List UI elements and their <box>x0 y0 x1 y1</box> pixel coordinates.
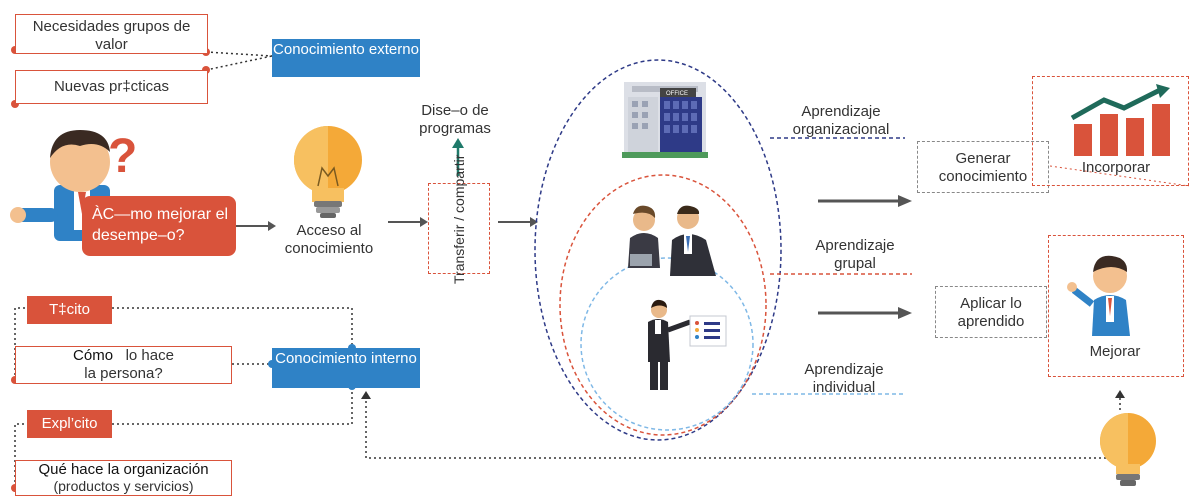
question-text: ÀC—mo mejorar el desempe–o? <box>92 206 229 244</box>
explicit-text: Expl’cito <box>41 415 98 432</box>
individual-text: Aprendizaje individual <box>804 361 884 396</box>
what-box: Qué hace la organización (productos y se… <box>15 460 232 496</box>
how-box: Cómo lo hace la persona? <box>15 346 232 384</box>
group-label: Aprendizaje grupal <box>800 237 910 273</box>
practices-text: Nuevas pr‡cticas <box>53 78 170 95</box>
organizational-label: Aprendizaje organizacional <box>776 103 906 139</box>
incorporate-label: Incorporar <box>1066 159 1166 177</box>
generate-text: Generar conocimiento <box>938 150 1028 185</box>
internal-knowledge-box: Conocimiento interno <box>272 348 420 388</box>
external-knowledge-box: Conocimiento externo <box>272 39 420 77</box>
what-text-a: Qué hace la organización <box>38 461 209 478</box>
svg-text:?: ? <box>108 130 137 183</box>
apply-box: Aplicar lo aprendido <box>935 286 1047 338</box>
generate-box: Generar conocimiento <box>917 141 1049 193</box>
organizational-text: Aprendizaje organizacional <box>792 103 890 138</box>
improve-frame <box>1048 235 1184 377</box>
what-text-b: (productos y servicios) <box>53 478 194 494</box>
how-text-b: lo hace <box>125 347 174 364</box>
external-knowledge-text: Conocimiento externo <box>273 41 419 58</box>
design-text: Dise–o de programas <box>419 102 491 137</box>
office-sign: OFFICE <box>666 91 688 97</box>
improve-label: Mejorar <box>1070 343 1160 361</box>
group-text: Aprendizaje grupal <box>815 237 895 272</box>
needs-text: Necesidades grupos de valor <box>32 18 191 53</box>
needs-box: Necesidades grupos de valor <box>15 14 208 54</box>
incorporate-text: Incorporar <box>1081 159 1151 176</box>
tacit-tag: T‡cito <box>27 296 112 324</box>
access-label: Acceso al conocimiento <box>264 222 394 258</box>
individual-label: Aprendizaje individual <box>784 361 904 397</box>
how-text-a: Cómo <box>73 347 114 364</box>
explicit-tag: Expl’cito <box>27 410 112 438</box>
improve-text: Mejorar <box>1089 343 1141 360</box>
transfer-box <box>428 183 490 274</box>
how-text-c: la persona? <box>84 365 163 382</box>
question-bubble: ÀC—mo mejorar el desempe–o? <box>82 196 236 256</box>
tacit-text: T‡cito <box>49 301 90 318</box>
access-text: Acceso al conocimiento <box>284 222 374 257</box>
design-label: Dise–o de programas <box>400 102 510 138</box>
internal-knowledge-text: Conocimiento interno <box>275 350 417 367</box>
apply-text: Aplicar lo aprendido <box>957 295 1025 330</box>
practices-box: Nuevas pr‡cticas <box>15 70 208 104</box>
